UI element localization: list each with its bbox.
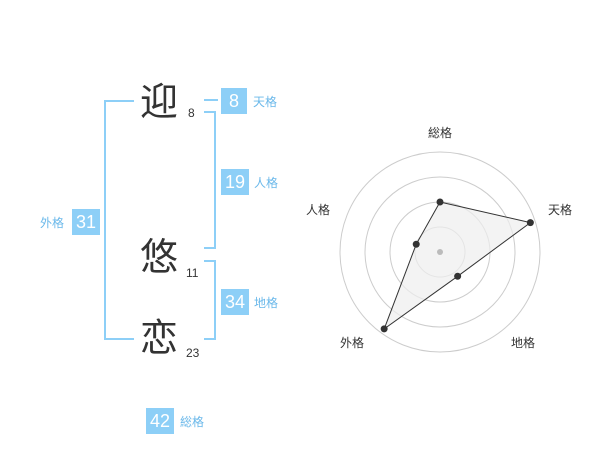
radar-center: [437, 249, 443, 255]
jinkaku-value: 19: [221, 169, 249, 195]
name-char-1-strokes: 8: [188, 106, 195, 120]
gaikaku-value: 31: [72, 209, 100, 235]
jinkaku-label: 人格: [254, 176, 279, 190]
radar-ring-2: [364, 176, 516, 328]
radar-point-4: [380, 325, 388, 333]
radar-polygon: [383, 201, 532, 331]
name-char-3-strokes: 23: [186, 346, 200, 360]
gaikaku-bracket: [104, 100, 134, 340]
tenkaku-label: 天格: [253, 95, 278, 109]
radar-label-chikaku: 地格: [511, 336, 536, 350]
radar-label-jinkaku: 人格: [306, 203, 331, 217]
soukaku-value: 42: [146, 408, 174, 434]
radar-svg: [339, 151, 541, 353]
radar-label-gaikaku: 外格: [340, 336, 365, 350]
gaikaku-label: 外格: [40, 216, 65, 230]
jinkaku-bracket: [204, 111, 216, 249]
radar-ring-1: [339, 151, 541, 353]
radar-point-1: [436, 198, 444, 206]
tenkaku-value: 8: [221, 88, 247, 114]
tenkaku-bracket: [204, 99, 218, 102]
name-char-2-strokes: 11: [186, 266, 199, 280]
soukaku-label: 総格: [180, 415, 205, 429]
chikaku-label: 地格: [254, 296, 279, 310]
name-char-1: 迎: [140, 80, 179, 124]
radar-label-tenkaku: 天格: [548, 203, 573, 217]
radar-point-3: [454, 272, 462, 280]
radar-point-5: [412, 240, 420, 248]
chikaku-value: 34: [221, 289, 249, 315]
radar-label-soukaku: 総格: [428, 126, 453, 140]
chikaku-bracket: [204, 260, 216, 340]
radar-chart: 総格 天格 地格 外格 人格: [300, 110, 590, 380]
radar-point-2: [526, 219, 534, 227]
name-char-2: 悠: [140, 235, 179, 279]
name-char-3: 恋: [140, 316, 179, 360]
